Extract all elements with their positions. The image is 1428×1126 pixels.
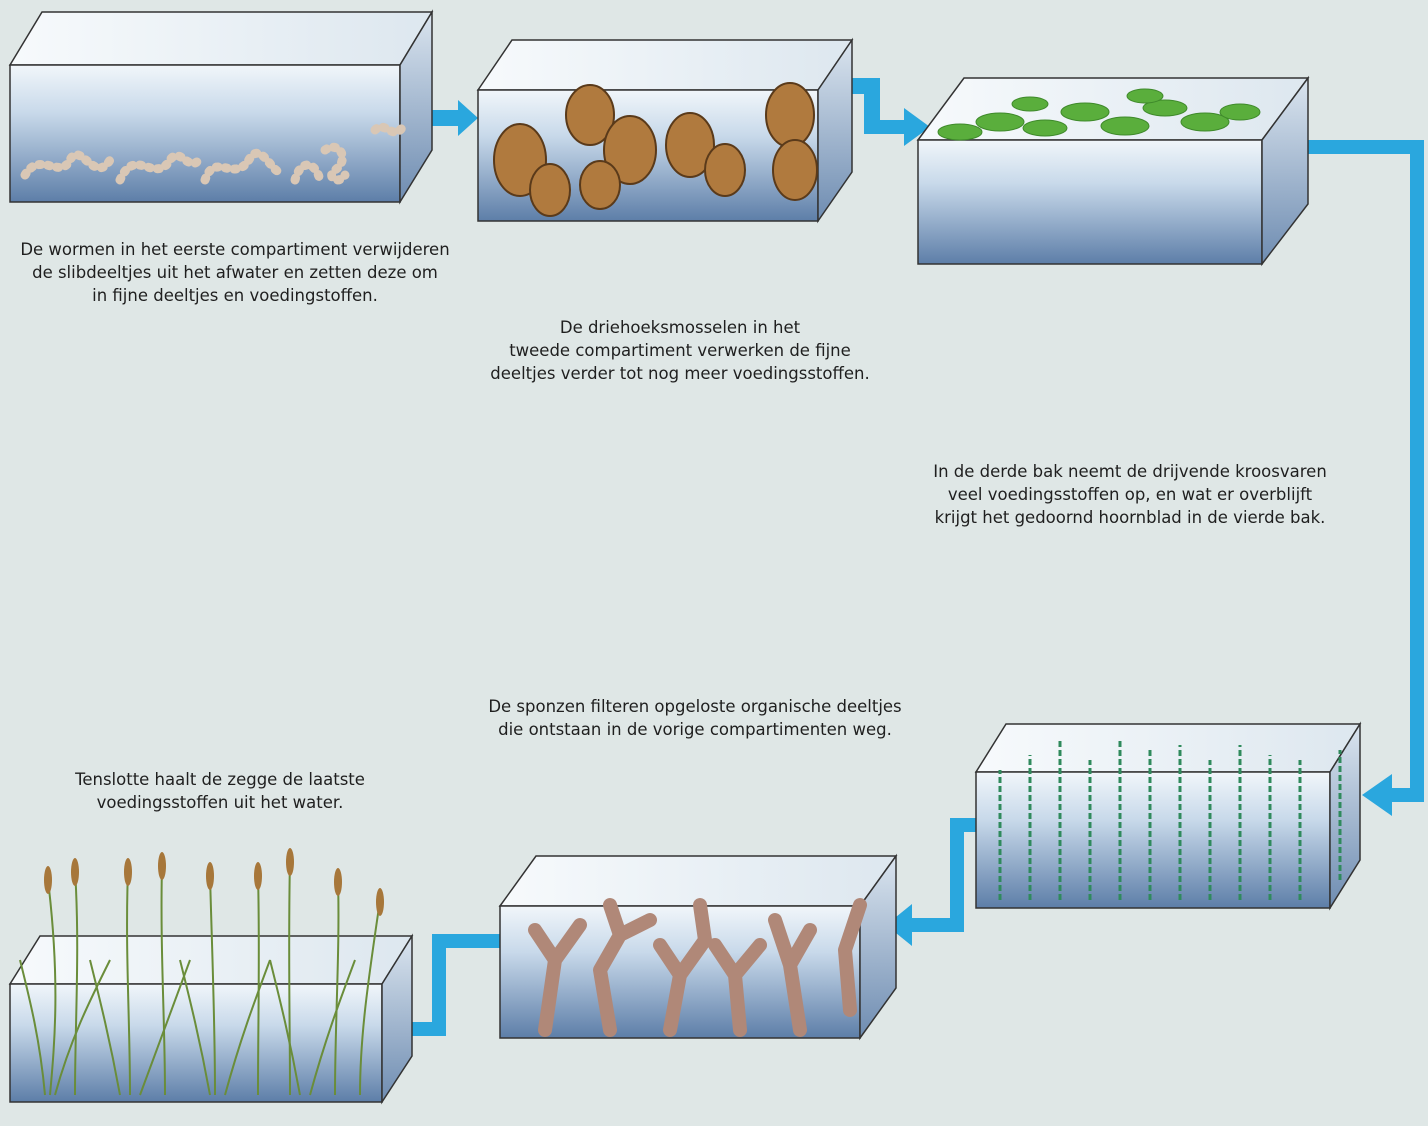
worm-icon bbox=[20, 122, 407, 185]
tank-hornwort bbox=[974, 721, 1362, 911]
tank-sponges bbox=[498, 853, 898, 1041]
flow-arrows bbox=[368, 62, 1424, 1050]
caption-sponges: De sponzen filteren opgeloste organische… bbox=[488, 697, 902, 739]
flow-arrow-4-5 bbox=[886, 818, 976, 946]
caption-worms: De wormen in het eerste compartiment ver… bbox=[20, 240, 450, 305]
tank-mussels bbox=[476, 37, 854, 224]
caption-sedge: Tenslotte haalt de zegge de laatste voed… bbox=[75, 770, 365, 812]
flow-arrow-2-3 bbox=[846, 78, 930, 146]
caption-water-fern: In de derde bak neemt de drijvende kroos… bbox=[933, 462, 1327, 527]
water-fern-icon bbox=[937, 88, 1261, 141]
tank-water-fern bbox=[916, 75, 1310, 267]
hornwort-icon bbox=[998, 740, 1342, 900]
sponge-icon bbox=[528, 898, 867, 1037]
mussel-icon bbox=[493, 82, 818, 217]
sedge-icon bbox=[19, 848, 384, 1096]
tank-sedge bbox=[8, 848, 414, 1105]
caption-mussels: De driehoeksmosselen in het tweede compa… bbox=[490, 318, 870, 383]
flow-arrow-3-4 bbox=[1308, 140, 1424, 816]
tank-worms bbox=[8, 9, 434, 205]
